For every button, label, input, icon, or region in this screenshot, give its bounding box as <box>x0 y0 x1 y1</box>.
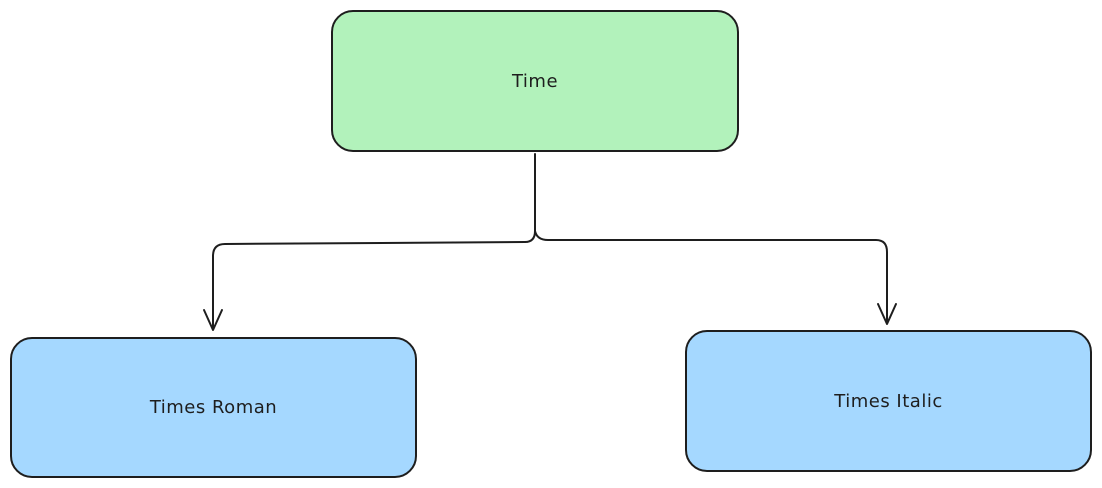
node-times-italic-label: Times Italic <box>834 390 943 412</box>
node-times-italic[interactable]: Times Italic <box>685 330 1092 472</box>
node-time-label: Time <box>511 70 559 92</box>
arrowhead-left <box>203 309 223 331</box>
connector-stem <box>524 153 536 243</box>
node-times-roman[interactable]: Times Roman <box>10 337 417 478</box>
connector-right <box>534 230 888 324</box>
connector-left <box>212 241 526 329</box>
arrowhead-right <box>877 303 897 325</box>
node-time[interactable]: Time <box>331 10 739 152</box>
node-times-roman-label: Times Roman <box>149 397 278 418</box>
